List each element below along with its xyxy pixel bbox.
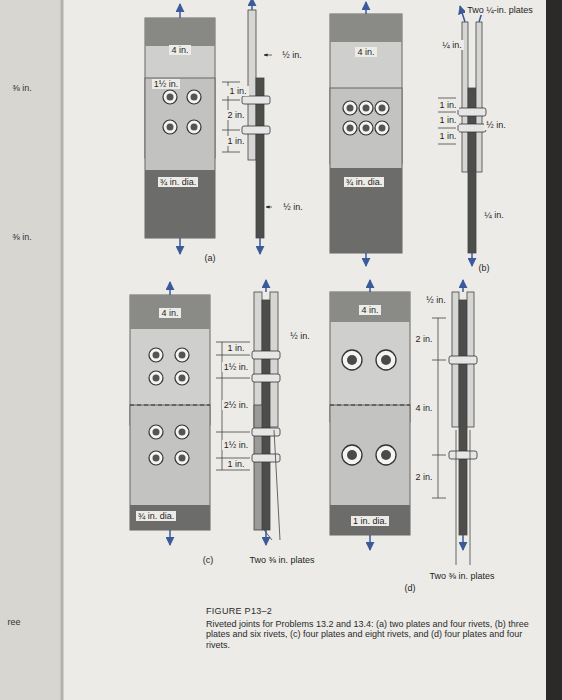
joint-d-side [432,280,477,565]
joint-b-front [330,2,402,266]
page-fold [61,0,64,700]
dimension-label: ½ in. [281,202,305,212]
dimension-label: ½ in. [484,120,508,130]
dimension-label: 1 in. [437,115,458,125]
dimension-label: 1½ in. [222,440,251,450]
dimension-label: 2 in. [413,472,434,482]
figure-number: FIGURE P13–2 [204,606,274,616]
dimension-label: ½ in. [280,50,304,60]
dimension-label: Two ¼-in. plates [465,5,535,15]
margin-text: ree [5,617,22,627]
dimension-label: (d) [403,583,418,593]
dimension-label: (a) [203,253,218,263]
margin-text: ⅜ in. [10,83,34,93]
dimension-label: ¼ in. [482,210,506,220]
dimension-label: (c) [201,555,216,565]
joint-c-front [130,282,210,545]
dimension-label: (b) [477,263,492,273]
dimension-label: 4 in. [159,308,180,318]
margin-text: ⅜ in. [10,232,34,242]
dimension-label: 4 in. [413,403,434,413]
dimension-label: 2½ in. [222,400,251,410]
page [62,0,546,700]
dimension-label: ¾ in. dia. [344,177,385,187]
dimension-label: 1 in. [225,136,246,146]
dimension-label: Two ⅜ in. plates [247,555,316,565]
joint-a-front [145,4,215,254]
dimension-label: 1 in. [227,86,248,96]
dimension-label: ¾ in. dia. [136,511,177,521]
dimension-label: 1 in. [225,343,246,353]
dimension-label: ¾ in. dia. [158,177,199,187]
figure-caption: Riveted joints for Problems 13.2 and 13.… [204,619,543,650]
dimension-label: 4 in. [169,45,190,55]
dimension-label: 2 in. [225,110,246,120]
dimension-label: Two ⅜ in. plates [427,571,496,581]
joint-d-front [330,280,410,550]
dimension-label: 1 in. [225,459,246,469]
left-page [0,0,62,700]
dimension-label: 1 in. dia. [351,516,389,526]
dimension-label: 1 in. [437,100,458,110]
dimension-label: ½ in. [288,331,312,341]
dimension-label: 1 in. [437,131,458,141]
joint-a-side [222,0,272,254]
joint-c-side [216,280,280,545]
dimension-label: 4 in. [355,47,376,57]
dimension-label: 1½ in. [222,362,251,372]
joint-b-side [438,6,486,266]
dimension-label: 2 in. [413,334,434,344]
dimension-label: 4 in. [359,305,380,315]
dimension-label: ¼ in. [440,40,464,50]
dimension-label: 1½ in. [152,79,181,89]
dimension-label: ½ in. [424,295,448,305]
